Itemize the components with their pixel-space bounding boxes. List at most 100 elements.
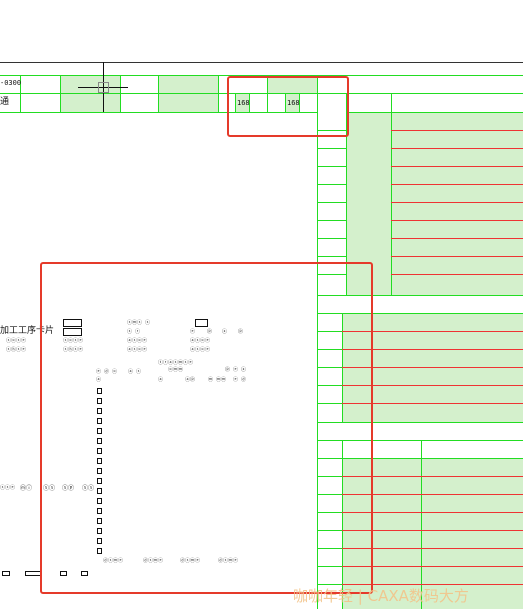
left-side-label-2: ⓜⓘ: [20, 485, 33, 492]
g-l-313: [317, 313, 523, 314]
r-238: [391, 238, 523, 239]
footer-label-2: ⓓⓢⓜⓔ: [143, 558, 164, 564]
sub-header-5: ⓔ ⓓ: [233, 377, 247, 383]
r-112: [346, 112, 523, 113]
grid-h-93: [0, 93, 523, 94]
top-cell-fill-5: [285, 93, 299, 112]
row-marker: [97, 548, 102, 554]
g-l-256: [317, 256, 346, 257]
sub-header-3: ⓐⓟ: [185, 377, 196, 383]
footer-box-1: [2, 571, 10, 576]
r-130: [391, 130, 523, 131]
g-l-130: [317, 130, 346, 131]
r-274: [391, 274, 523, 275]
r-148: [391, 148, 523, 149]
grid-v-299: [299, 93, 300, 112]
grid-v-391: [391, 93, 392, 295]
grid-v-267: [267, 75, 268, 112]
sub-header-2: ⓐ: [158, 377, 164, 383]
header-field-3: ⓢⓞⓢⓔ: [63, 338, 84, 344]
right-field-5: ⓐⓢⓞⓔ: [190, 338, 211, 344]
r-530: [342, 530, 523, 531]
sub-header-1: ⓐ: [96, 377, 102, 383]
mid-field-2-value: ⓐⓢⓞⓔ: [127, 347, 148, 353]
g-l-166: [317, 166, 346, 167]
r-403: [342, 403, 523, 404]
left-side-label-4: ⓢⓟ: [62, 485, 75, 492]
row-marker: [97, 408, 102, 414]
g-l-367: [317, 367, 342, 368]
r-494: [342, 494, 523, 495]
r-349: [342, 349, 523, 350]
g-l-349: [317, 349, 342, 350]
g-l-295: [317, 295, 523, 296]
g-l-476: [317, 476, 342, 477]
r-220: [391, 220, 523, 221]
top-cell-fill-4: [235, 93, 249, 112]
cell-value-168-a[interactable]: 168: [237, 99, 250, 107]
footer-label-3: ⓓⓢⓜⓔ: [180, 558, 201, 564]
g-l-548: [317, 548, 342, 549]
sub-header-4: ⓜ ⓜⓜ: [208, 377, 227, 383]
title-box-1: [63, 319, 82, 327]
row-marker: [97, 508, 102, 514]
cell-value-168-b[interactable]: 168: [287, 99, 300, 107]
col-header-4: ⓟ ⓔ ⓧ: [225, 367, 247, 373]
right-fill-1: [346, 112, 523, 295]
row-marker-column: [97, 388, 103, 556]
r-385: [342, 385, 523, 386]
right-title-box: [195, 319, 208, 327]
g-l-403: [317, 403, 342, 404]
r-584: [342, 584, 523, 585]
g-l-274: [317, 274, 346, 275]
watermark-text: 咖咖年轻 | CAXA数码大方: [293, 587, 469, 605]
r-256: [391, 256, 523, 257]
col-header-1: ⓔ ⓓ ⓞ: [96, 369, 118, 375]
r-367: [342, 367, 523, 368]
g-l-422: [317, 422, 523, 423]
g-l-331: [317, 331, 342, 332]
col-header-3: ⓞⓜⓜ: [168, 367, 184, 373]
footer-box-3: [60, 571, 67, 576]
grid-v-218: [218, 75, 219, 112]
g-l-148: [317, 148, 346, 149]
title-box-2: [63, 328, 82, 336]
g-l-220: [317, 220, 346, 221]
grid-v-249: [249, 93, 250, 112]
g-l-512: [317, 512, 342, 513]
grid-v-158: [158, 75, 159, 112]
form-sheet-title: 加工工序卡片: [0, 326, 55, 336]
mid-field-1-label: ⓢⓜⓢ ⓢ: [127, 320, 151, 326]
row-marker: [97, 388, 102, 394]
crosshair-icon: [78, 62, 128, 112]
right-field-1: ⓔ: [190, 329, 196, 335]
g-l-184: [317, 184, 346, 185]
r-512: [342, 512, 523, 513]
row-marker: [97, 538, 102, 544]
g-l-458: [317, 458, 523, 459]
right-field-3: ⓧ: [222, 329, 228, 335]
r-548: [342, 548, 523, 549]
g-l-584: [317, 584, 342, 585]
right-field-4: ⓟ: [238, 329, 244, 335]
top-border-line: [0, 62, 523, 63]
row-marker: [97, 398, 102, 404]
row-marker: [97, 458, 102, 464]
grid-v-346: [346, 93, 347, 295]
top-row2-label: 通: [0, 97, 10, 107]
r-202: [391, 202, 523, 203]
header-field-4: ⓢⓗⓢⓔ: [63, 347, 84, 353]
row-marker: [97, 498, 102, 504]
mid-field-2-label: ⓐⓢⓞⓔ: [127, 338, 148, 344]
r-566: [342, 566, 523, 567]
grid-v-342b: [342, 440, 343, 609]
left-side-label-1: ⓢⓢⓔ: [0, 485, 16, 491]
g-l-530: [317, 530, 342, 531]
row-marker: [97, 428, 102, 434]
grid-v-20: [20, 75, 21, 112]
grid-v-285: [285, 93, 286, 112]
footer-box-2: [25, 571, 41, 576]
left-side-label-5: ⓢⓢ: [82, 485, 95, 492]
row-marker: [97, 528, 102, 534]
r-331: [342, 331, 523, 332]
